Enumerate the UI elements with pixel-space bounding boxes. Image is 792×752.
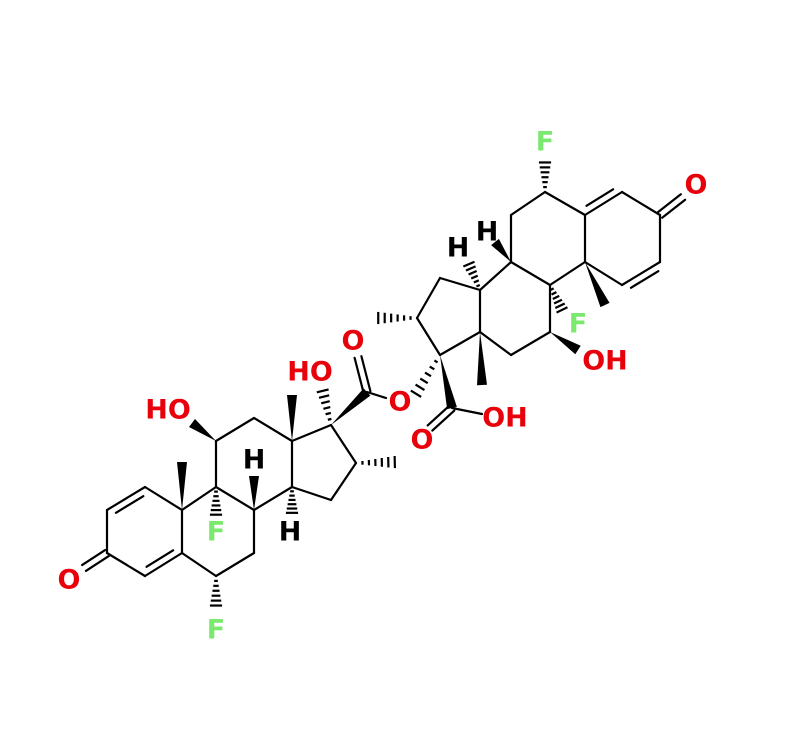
left-c11-oh-wedge [189, 419, 216, 441]
right-c1-c2-double-bond-inner [629, 270, 660, 289]
left-c6-c7-bond [214, 551, 256, 578]
right-c14-hydrogen-label: H [447, 233, 470, 264]
right-c11-hydroxyl-label: OH [582, 346, 628, 377]
right-c14-c8-bond [478, 260, 513, 292]
right-c9-c10-bond [548, 260, 587, 287]
left-c1-c2-double-bond [105, 485, 147, 512]
right-c16-c17-bond [415, 316, 442, 357]
right-c17-acid-wedge [440, 355, 457, 410]
left-c6-f-hash [209, 579, 223, 607]
right-c17-c13-bond [438, 330, 482, 357]
right-c15-c16-bond [415, 276, 442, 320]
left-c14-h-hash [285, 490, 299, 514]
left-c10-methyl-wedge [177, 462, 187, 510]
left-c11-hydroxyl-label: HO [145, 395, 191, 426]
right-c8-c9-bond [509, 260, 552, 287]
left-c1-c2-double-bond-inner [114, 495, 145, 514]
left-c14-c8-bond [252, 485, 294, 512]
acid-carbonyl-bond-b [431, 409, 456, 432]
right-c10-methyl-wedge [585, 262, 610, 308]
right-c5-c6-bond [543, 190, 587, 217]
right-c6-c7-bond [509, 190, 547, 217]
left-c3-ketone-bond-a [80, 548, 107, 567]
left-c4-c5-double-bond [143, 551, 184, 578]
right-c8-h-wedge [491, 238, 511, 262]
left-c16-c17-bond [329, 423, 358, 465]
left-c17-oh-hash [316, 388, 332, 421]
acid-c-oh-bond [450, 406, 484, 416]
left-c11-c12-bond [214, 416, 256, 443]
right-c9-f-hash [549, 287, 568, 314]
ester-carbonyl-bond-a [360, 355, 372, 393]
left-c9-c10-bond [180, 485, 218, 512]
ester-c-o-bond [365, 390, 388, 400]
right-c12-c13-bond [478, 330, 513, 357]
right-c14-h-hash [462, 260, 481, 288]
left-c17-hydroxyl-label: HO [287, 357, 333, 388]
ester-carbonyl-bond-b [353, 356, 365, 394]
left-c17-c13-bond [290, 423, 333, 443]
acid-carbonyl-oxygen-label: O [411, 425, 434, 456]
left-c16-methyl-hash [361, 455, 397, 469]
left-c3-ketone-oxygen-label: O [58, 565, 81, 596]
right-c1-c2-double-bond [620, 260, 662, 287]
left-c5-c6-bond [180, 551, 218, 578]
left-c8-h-wedge [249, 476, 259, 510]
left-c8-c9-bond [214, 485, 256, 512]
right-c13-methyl-wedge [477, 332, 487, 386]
acid-carbonyl-bond-a [426, 404, 451, 427]
right-c11-c12-bond [509, 330, 552, 357]
right-c4-c5-double-bond-inner [585, 188, 615, 207]
left-c14-c15-bond [290, 485, 333, 502]
bond-layer [80, 161, 687, 607]
ester-link-oxygen-label: O [389, 387, 412, 418]
right-c14-c15-bond [438, 276, 482, 292]
ester-carbonyl-oxygen-label: O [342, 326, 365, 357]
left-c9-fluorine-label: F [207, 517, 225, 548]
right-c11-oh-wedge [550, 332, 581, 355]
left-c3-ketone-bond-b [84, 554, 111, 573]
right-c8-hydrogen-label: H [476, 217, 499, 248]
left-c4-c5-double-bond-inner [145, 549, 175, 568]
right-c3-ketone-bond-a [661, 198, 687, 219]
right-c16-methyl-hash [377, 311, 412, 325]
right-c6-f-hash [538, 161, 552, 189]
left-c8-hydrogen-label: H [243, 445, 266, 476]
right-c9-fluorine-label: F [569, 309, 587, 340]
right-c10-c1-bond [583, 260, 624, 287]
right-c6-fluorine-label: F [536, 127, 554, 158]
left-c17-ester-wedge [331, 388, 371, 425]
left-c9-f-hash [209, 490, 223, 516]
left-c3-c4-bond [105, 551, 147, 578]
right-c3-ketone-oxygen-label: O [685, 170, 708, 201]
right-c4-c5-double-bond [583, 190, 624, 217]
right-c3-c4-bond [620, 190, 662, 217]
acid-hydroxyl-label: OH [482, 403, 528, 434]
atom-label-layer: HO HO O O O F F H H F O F OH O OH H H [58, 127, 708, 646]
left-c13-methyl-wedge [287, 395, 297, 441]
left-c15-c16-bond [329, 461, 358, 502]
right-c3-ketone-bond-b [656, 193, 682, 214]
right-c17-o-ester-hash [410, 359, 439, 398]
left-c10-c1-bond [143, 485, 184, 512]
left-c6-fluorine-label: F [207, 615, 225, 646]
left-c12-c13-bond [252, 416, 294, 443]
left-c14-hydrogen-label: H [279, 517, 302, 548]
